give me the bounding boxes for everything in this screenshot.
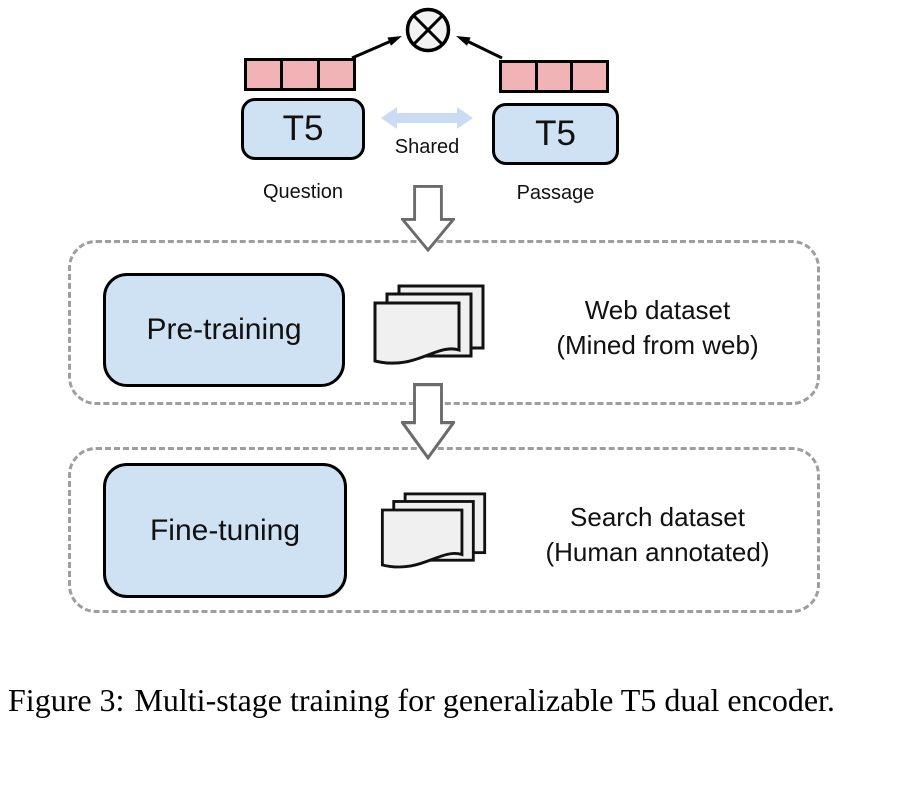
pretraining-label: Pre-training (146, 313, 302, 346)
flow-down-arrow-icon (401, 185, 455, 252)
embedding-cell (283, 61, 317, 88)
passage-to-similarity-arrow-icon (456, 36, 503, 60)
finetuning-label: Fine-tuning (149, 513, 301, 547)
embedding-cell (537, 63, 571, 90)
web-dataset-source: (Mined from web) (556, 330, 759, 360)
pretraining-box: Pre-training (103, 273, 345, 387)
embedding-cell (502, 63, 535, 90)
web-dataset-text: Web dataset (Mined from web) (510, 293, 805, 363)
web-dataset-documents-icon (373, 284, 485, 365)
shared-weights-arrow-icon (381, 107, 473, 129)
search-dataset-documents-icon (380, 492, 487, 569)
figure-caption-text: Multi-stage training for generalizable T… (134, 682, 835, 718)
embedding-cell (319, 61, 353, 88)
web-dataset-name: Web dataset (584, 295, 731, 325)
question-embedding-bar (244, 58, 356, 91)
passage-encoder-label: T5 (535, 114, 576, 153)
question-to-similarity-arrow-icon (351, 36, 402, 60)
question-input-label: Question (262, 181, 344, 203)
finetuning-box: Fine-tuning (103, 463, 347, 598)
figure-caption-prefix: Figure 3: (8, 682, 125, 718)
passage-embedding-bar (499, 60, 609, 93)
search-dataset-text: Search dataset (Human annotated) (505, 500, 810, 570)
passage-input-label: Passage (516, 182, 595, 204)
shared-label: Shared (394, 136, 460, 158)
search-dataset-source: (Human annotated) (545, 537, 770, 567)
figure-caption: Figure 3:Multi-stage training for genera… (8, 676, 892, 725)
question-encoder-label: T5 (282, 109, 324, 148)
embedding-cell (247, 61, 281, 88)
flow-down-arrow-icon (401, 383, 455, 460)
passage-encoder-box: T5 (492, 103, 619, 165)
question-encoder-box: T5 (241, 98, 365, 160)
similarity-otimes-icon (405, 7, 451, 53)
search-dataset-name: Search dataset (570, 502, 745, 532)
embedding-cell (573, 63, 607, 90)
